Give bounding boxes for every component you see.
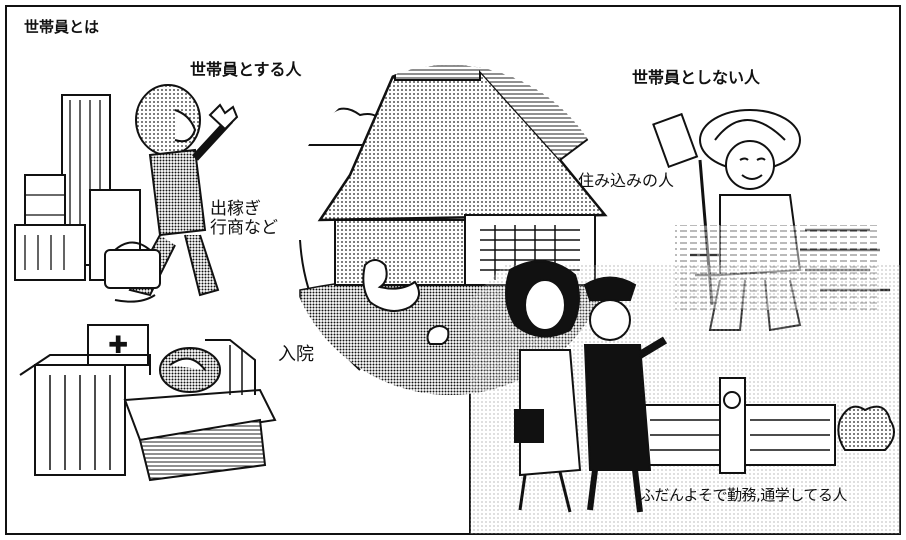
caption-migrant-line1: 出稼ぎ [210,199,261,219]
chicken-small [426,325,450,345]
thatched-roof [317,65,608,222]
page-title: 世帯員とは [24,18,100,36]
hospital-sign: ✚ [108,331,128,359]
caption-hospital: 入院 [278,344,314,365]
caption-migrant-work: 出稼ぎ 行商など [210,200,278,237]
city-buildings [14,94,141,281]
commute-scene [470,260,900,534]
exclude-heading: 世帯員としない人 [632,68,761,87]
roof-ridge [394,65,481,81]
caption-live-in: 住み込みの人 [578,171,675,190]
chicken [362,259,420,312]
house-wall [334,219,466,286]
include-heading: 世帯員とする人 [190,60,302,79]
caption-migrant-line2: 行商など [210,217,278,238]
hospital-scene: ✚ [19,324,277,482]
caption-commute: ふだんよそで勤務,通学してる人 [640,486,847,504]
businessman [104,84,239,303]
